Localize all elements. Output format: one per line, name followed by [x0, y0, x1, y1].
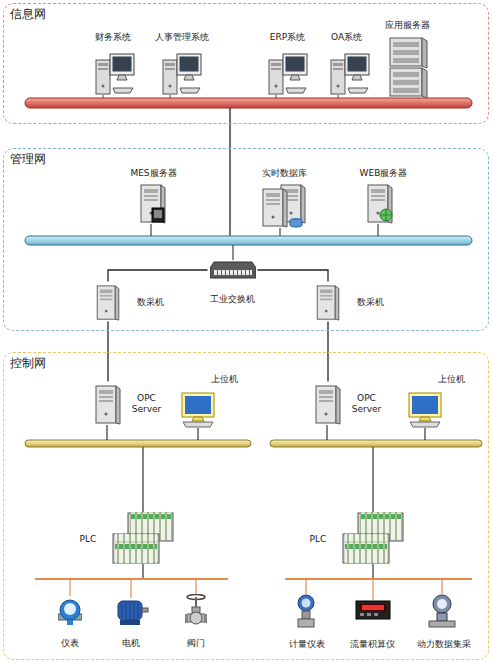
device-label: MES服务器	[123, 168, 185, 179]
device-label: 上位机	[211, 374, 238, 385]
zone-title: 管理网	[10, 152, 46, 166]
device-node: PLC	[310, 510, 410, 568]
device-label: 人事管理系统	[148, 32, 216, 43]
network-zone: 管理网 MES服务器 实时数据库 WEB服务器数采机 工业交换机 数采机	[3, 148, 489, 331]
device-label: 动力数据集采	[410, 639, 478, 650]
device-label: 仪表	[52, 638, 88, 649]
device-node: 电机	[108, 592, 154, 649]
device-node: 阀门	[176, 592, 216, 649]
network-link	[108, 270, 208, 282]
device-label: 应用服务器	[380, 20, 436, 31]
device-label: PLC	[80, 533, 97, 544]
device-label: 实时数据库	[253, 168, 317, 179]
zone-title: 控制网	[10, 356, 46, 370]
device-label: OPC Server	[124, 393, 170, 415]
device-label: 财务系统	[88, 32, 138, 43]
device-label: OPC Server	[344, 393, 390, 415]
device-node: 流量积算仪	[342, 592, 404, 650]
device-node: 仪表	[52, 592, 88, 649]
device-label: 阀门	[176, 638, 216, 649]
device-label: 数采机	[137, 296, 164, 307]
device-node: PLC	[80, 510, 180, 568]
device-node: 数采机	[312, 282, 384, 322]
device-node: OA系统	[322, 32, 372, 94]
device-node: OPC Server	[312, 382, 390, 427]
zone-title: 信息网	[10, 7, 46, 21]
device-label: ERP系统	[262, 32, 314, 43]
device-label: 计量仪表	[282, 639, 332, 650]
device-node: 实时数据库	[253, 168, 317, 228]
device-node: 计量仪表	[282, 592, 332, 650]
device-node: 财务系统	[88, 32, 138, 94]
device-node: 应用服务器	[380, 20, 436, 98]
device-node: OPC Server	[92, 382, 170, 427]
device-label: 数采机	[357, 296, 384, 307]
device-label: 上位机	[438, 374, 465, 385]
device-node: 人事管理系统	[148, 32, 216, 94]
network-zone: 控制网 OPC Server 上位机 PLC 仪表 电机 阀门 OPC Server 上位机 PL…	[3, 352, 489, 660]
device-node: 上位机	[178, 374, 238, 430]
device-label: 流量积算仪	[342, 639, 404, 650]
device-node: ERP系统	[262, 32, 314, 94]
device-label: 电机	[108, 638, 154, 649]
device-label: OA系统	[322, 32, 372, 43]
device-node: 工业交换机	[208, 256, 258, 305]
network-zone: 信息网财务系统人事管理系统 ERP系统 OA系统应用服务器	[3, 3, 489, 124]
device-label: WEB服务器	[352, 168, 416, 179]
device-node: 数采机	[92, 282, 164, 322]
network-link	[258, 270, 329, 282]
device-node: 动力数据集采	[410, 592, 478, 650]
device-node: 上位机	[405, 374, 465, 430]
device-label: PLC	[310, 533, 327, 544]
device-label: 工业交换机	[208, 294, 258, 305]
device-node: MES服务器	[123, 168, 185, 224]
device-node: WEB服务器	[352, 168, 416, 224]
